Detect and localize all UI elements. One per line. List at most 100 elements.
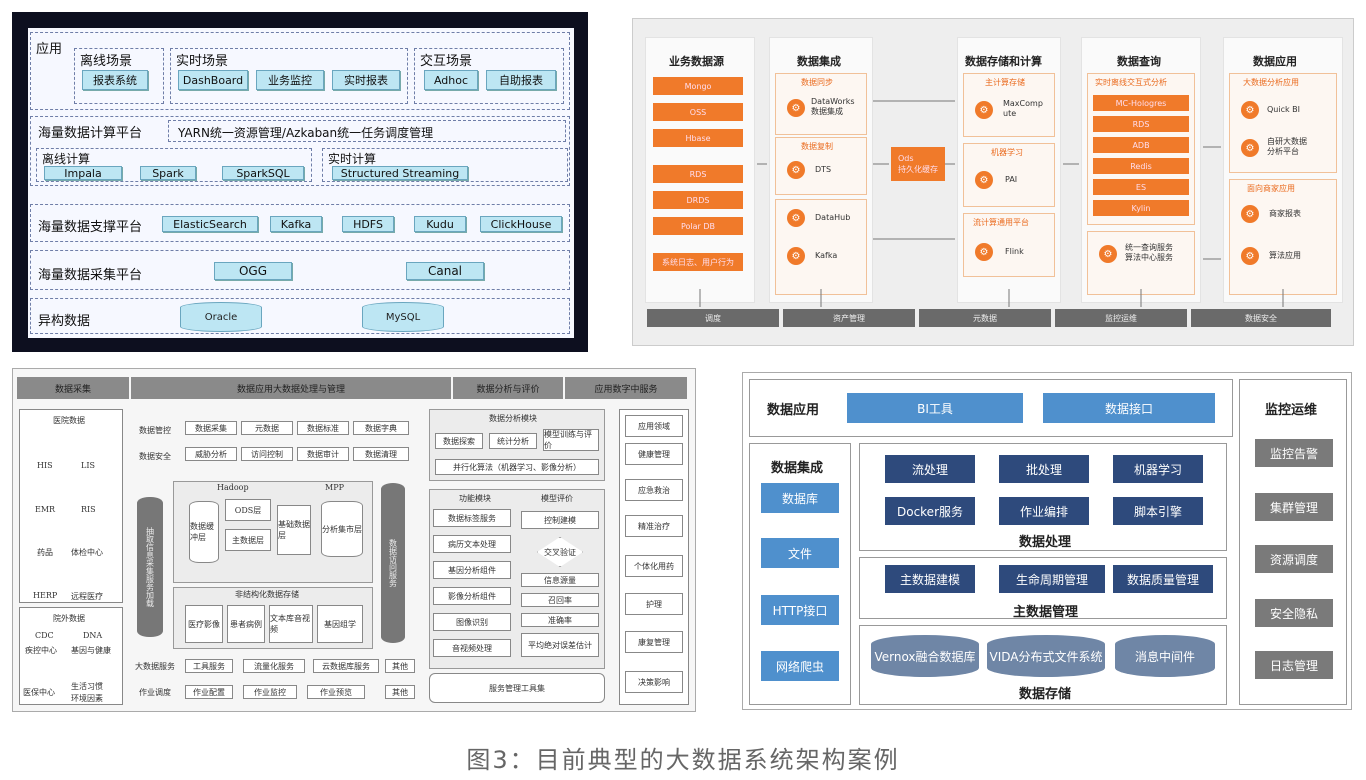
unified-icon: ⚙: [1099, 245, 1117, 263]
report-system: 报表系统: [82, 70, 148, 90]
flink-icon: ⚙: [975, 243, 993, 261]
gov1-item-2: 数据标准: [297, 421, 349, 435]
yarn-box: [168, 120, 566, 142]
maxcompute-icon: ⚙: [975, 101, 993, 119]
store-mq: 消息中间件: [1115, 635, 1215, 677]
his: HIS: [37, 461, 53, 470]
ops-cluster: 集群管理: [1255, 493, 1333, 521]
dts-icon: ⚙: [787, 161, 805, 179]
query-title: 实时离线交互式分析: [1095, 78, 1167, 87]
eval-2: 信息源量: [521, 573, 599, 587]
stage-analyze: 数据分析与评价: [453, 377, 563, 399]
q-kylin: Kylin: [1093, 200, 1189, 216]
ops-log: 日志管理: [1255, 651, 1333, 679]
ops-security: 安全隐私: [1255, 599, 1333, 627]
apps-3: 精准治疗: [625, 515, 683, 537]
architecture-panel-2: 业务数据源 Mongo OSS Hbase RDS DRDS Polar DB …: [632, 18, 1354, 346]
eval-4: 准确率: [521, 613, 599, 627]
dataworks-icon: ⚙: [787, 99, 805, 117]
datahub-icon: ⚙: [787, 209, 805, 227]
algo-icon: ⚙: [1241, 247, 1259, 265]
un-0: 医疗影像: [185, 605, 223, 643]
integ-db: 数据库: [761, 483, 839, 513]
bottom-monitor: 监控运维: [1055, 309, 1187, 327]
proc-orchestration: 作业编排: [999, 497, 1089, 525]
proc-script: 脚本引擎: [1113, 497, 1203, 525]
integ-http: HTTP接口: [761, 595, 839, 625]
integ-file: 文件: [761, 538, 839, 568]
func-4: 图像识别: [433, 613, 511, 631]
quickbi-label: Quick BI: [1267, 105, 1301, 114]
svc-3: 云数据库服务: [313, 659, 379, 673]
app-layer: [30, 32, 570, 110]
insurance: 医保中心: [23, 688, 55, 697]
dataworks-label: DataWorks 数据集成: [811, 97, 855, 116]
clickhouse-item: ClickHouse: [480, 216, 562, 232]
stage-process: 数据应用大数据处理与管理: [131, 377, 451, 399]
datahub-label: DataHub: [815, 213, 851, 222]
offline-scene: [74, 48, 164, 104]
apps-5: 护理: [625, 593, 683, 615]
h-master: 主数据层: [225, 529, 271, 551]
compute-layer-label: 海量数据计算平台: [38, 126, 143, 141]
herp: HERP: [33, 591, 58, 600]
spark-item: Spark: [140, 166, 196, 180]
selfdev-label: 自研大数据 分析平台: [1267, 137, 1307, 156]
self-report: 自助报表: [486, 70, 556, 90]
gov1-label: 数据管控: [139, 426, 171, 435]
gov2-item-2: 数据审计: [297, 447, 349, 461]
gov2-item-0: 威胁分析: [185, 447, 237, 461]
flink-label: Flink: [1005, 247, 1024, 256]
un-1: 患者病例: [227, 605, 265, 643]
quickbi-icon: ⚙: [1241, 101, 1259, 119]
integ-box: [749, 443, 851, 705]
yarn-label: YARN统一资源管理/Azkaban统一任务调度管理: [178, 126, 434, 140]
q-hologres: MC-Hologres: [1093, 95, 1189, 111]
environment: 环境因素: [71, 694, 103, 703]
ogg-item: OGG: [214, 262, 292, 280]
lis: LIS: [81, 461, 95, 470]
realtime-calc: [322, 148, 568, 182]
src-hbase: Hbase: [653, 129, 743, 147]
merchant-icon: ⚙: [1241, 205, 1259, 223]
store-vida: VIDA分布式文件系统: [987, 635, 1105, 677]
offline-calc-label: 离线计算: [42, 152, 91, 166]
offline-scene-label: 离线场景: [80, 54, 133, 69]
integ-head: 数据集成: [797, 55, 841, 68]
store-vernox: Vernox融合数据库: [871, 635, 979, 677]
apps-7: 决策影响: [625, 671, 683, 693]
architecture-panel-4: 数据应用 BI工具 数据接口 数据集成 数据库 文件 HTTP接口 网络爬虫 流…: [742, 372, 1352, 710]
gov1-item-3: 数据字典: [353, 421, 409, 435]
stage-apply: 应用数字中服务: [565, 377, 687, 399]
mdm-model: 主数据建模: [885, 565, 975, 593]
selfdev-icon: ⚙: [1241, 139, 1259, 157]
kudu-item: Kudu: [414, 216, 466, 232]
hdfs-item: HDFS: [342, 216, 394, 232]
integ-crawler: 网络爬虫: [761, 651, 839, 681]
cdc-center: 疾控中心: [25, 646, 57, 655]
sparksql-item: SparkSQL: [222, 166, 304, 180]
mdm-quality: 数据质量管理: [1113, 565, 1213, 593]
apps-6: 康复管理: [625, 631, 683, 653]
impala-item: Impala: [44, 166, 122, 180]
unified-label: 统一查询服务 算法中心服务: [1125, 243, 1173, 262]
apps-1: 健康管理: [625, 443, 683, 465]
support-layer: [30, 204, 570, 242]
maxcompute-label: MaxComp ute: [1003, 99, 1043, 118]
elasticsearch-item: ElasticSearch: [162, 216, 258, 232]
adhoc-item: Adhoc: [424, 70, 478, 90]
offline-calc: [36, 148, 312, 182]
ml-box: [963, 143, 1055, 207]
integ-label: 数据集成: [771, 461, 824, 476]
ml-label: 机器学习: [991, 148, 1023, 157]
panel2-arrows: [699, 100, 1284, 307]
copy-label: 数据复制: [801, 142, 833, 151]
svc2-4: 其他: [385, 685, 415, 699]
architecture-panel-1: 应用 离线场景 报表系统 实时场景 DashBoard 业务监控 实时报表 交互…: [12, 12, 588, 352]
hadoop-label: Hadoop: [217, 483, 249, 492]
func-2: 基因分析组件: [433, 561, 511, 579]
merchant-label: 商家报表: [1269, 209, 1301, 218]
dts-label: DTS: [815, 165, 832, 174]
figure-caption: 图3：目前典型的大数据系统架构案例: [466, 746, 900, 774]
pai-icon: ⚙: [975, 171, 993, 189]
